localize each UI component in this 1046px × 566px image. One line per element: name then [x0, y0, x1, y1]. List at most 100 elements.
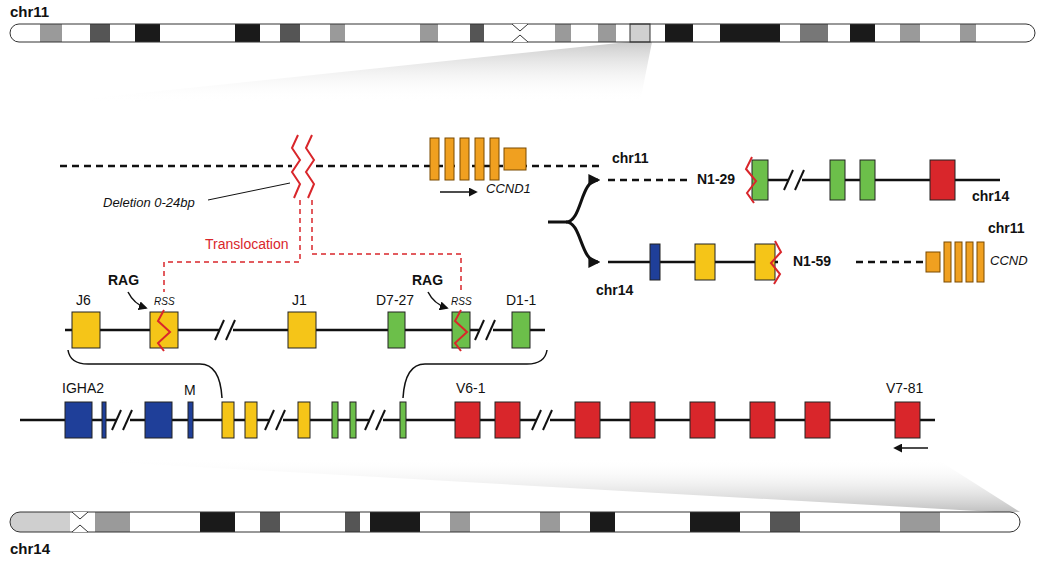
igh-locus-part-part [895, 402, 920, 438]
igh-locus-part-part [102, 402, 106, 438]
outcome-arrow [548, 180, 598, 262]
jd-segment-strip-part-part [388, 312, 405, 348]
jd-segment-strip-part [226, 320, 235, 340]
jd-segment-strip-part [455, 310, 467, 351]
igh-locus-part-part [543, 410, 552, 430]
igh-locus-part-part [630, 402, 655, 438]
igh-locus-part [895, 447, 928, 449]
derivative-chromosome-part [771, 241, 781, 284]
chromosome-label: chr11 [988, 220, 1025, 236]
rag-arrow [128, 292, 447, 308]
jd-segment-strip-part [215, 320, 224, 340]
igh-locus-part-part [298, 402, 310, 438]
derivative-chromosome-part-part [650, 244, 660, 280]
chromosome-label: chr14 [596, 282, 633, 298]
derivative-chromosome-part-part [977, 242, 984, 282]
derivative-chromosome-part [795, 170, 804, 190]
igh-locus-part-part [112, 410, 121, 430]
igh-locus-part-part [575, 402, 600, 438]
derivative-chromosome-part-part [955, 242, 962, 282]
translocation-path [164, 200, 461, 292]
chromosome-ideogram [10, 512, 1020, 532]
igh-locus-part-part [376, 410, 385, 430]
derivative-chromosome-part-part [944, 242, 951, 282]
igh-locus-part-part [265, 410, 274, 430]
segment-label: IGHA2 [62, 380, 104, 396]
derivative-chromosome-part [650, 244, 775, 280]
outcome-arrow-part [548, 180, 598, 222]
chromosome-ideogram-part-part [370, 512, 420, 532]
derivative-chromosome-part-part [930, 160, 955, 200]
igh-locus-part-part [123, 410, 132, 430]
segment-label: D7-27 [376, 292, 414, 308]
derivative-chromosome-part-part [966, 242, 973, 282]
chromosome-ideogram-part-part [598, 24, 616, 42]
chromosome-ideogram-part-part [900, 512, 940, 532]
chr11-region-part [60, 165, 292, 168]
gene-label: CCND [990, 254, 1028, 269]
zoom-shading [40, 42, 1020, 512]
chromosome-label: chr14 [10, 540, 50, 557]
chr11-region-part-part [490, 138, 499, 180]
igh-locus-part-part [222, 402, 234, 438]
chr11-region-part-part [504, 148, 526, 170]
igh-locus-part-part [532, 410, 541, 430]
chromosome-ideogram-part-part [690, 512, 740, 532]
chromosome-ideogram-part [72, 512, 88, 532]
chromosome-ideogram-part [512, 24, 528, 42]
chr11-region-part [306, 135, 314, 198]
derivative-chromosome-part-part [695, 244, 715, 280]
igh-locus-part-part [805, 402, 830, 438]
chr11-region-part-part [475, 138, 484, 180]
enzyme-label: RAG [412, 272, 443, 288]
chromosome-ideogram-part-part [200, 512, 235, 532]
jd-segment-strip-part-part [150, 312, 178, 348]
chromosome-ideogram-part-part [40, 24, 62, 42]
igh-locus-part-part [145, 402, 172, 438]
igh-locus-part-part [690, 402, 715, 438]
chromosome-ideogram-part-part [345, 512, 360, 532]
rag-arrow-part [428, 292, 447, 308]
igh-locus-part-part [750, 402, 775, 438]
chr11-region-part-part [445, 138, 454, 180]
chromosome-ideogram-part-part [555, 24, 571, 42]
igh-locus-part-part [400, 402, 406, 438]
chromosome-ideogram-part-part [95, 512, 130, 532]
translocation-path-part [164, 200, 300, 292]
annotation-label: Deletion 0-24bp [103, 196, 195, 211]
derivative-chromosome-part [856, 261, 925, 264]
igh-locus [20, 402, 935, 448]
zoom-shading-part [40, 458, 1020, 512]
chromosome-ideogram-part-part [540, 512, 560, 532]
chr11-region-part [316, 165, 600, 168]
derivative-chromosome-part-part [926, 252, 940, 272]
derivative-chromosome-part [752, 160, 955, 200]
segment-label: D1-1 [506, 292, 536, 308]
chr11-region-part [292, 135, 300, 198]
derivative-chromosome-part-part [830, 160, 845, 200]
segment-label: V7-81 [886, 380, 923, 396]
chr11-region-part-part [460, 138, 469, 180]
chromosome-ideogram-part-part [850, 24, 875, 42]
segment-label: J6 [76, 292, 91, 308]
jd-segment-strip [65, 310, 545, 351]
insertion-label: N1-29 [697, 171, 735, 187]
segment-label: V6-1 [456, 380, 486, 396]
chromosome-ideogram-part-part [800, 24, 828, 42]
chr11-region-part-part [430, 138, 439, 180]
igh-locus-part-part [365, 410, 374, 430]
jd-segment-strip-part-part [512, 312, 530, 348]
chromosome-ideogram-part [10, 24, 1035, 42]
chromosome-ideogram-part-part [280, 24, 300, 42]
igh-locus-part-part [332, 402, 338, 438]
outcome-arrow-part [566, 222, 598, 262]
chromosome-ideogram-part-part [235, 24, 260, 42]
chr11-region-part [440, 191, 476, 193]
derivative-chromosome-part [608, 179, 690, 182]
chromosome-ideogram [10, 24, 1035, 42]
chromosome-ideogram-part-part [590, 512, 615, 532]
jd-segment-strip-part [475, 320, 484, 340]
